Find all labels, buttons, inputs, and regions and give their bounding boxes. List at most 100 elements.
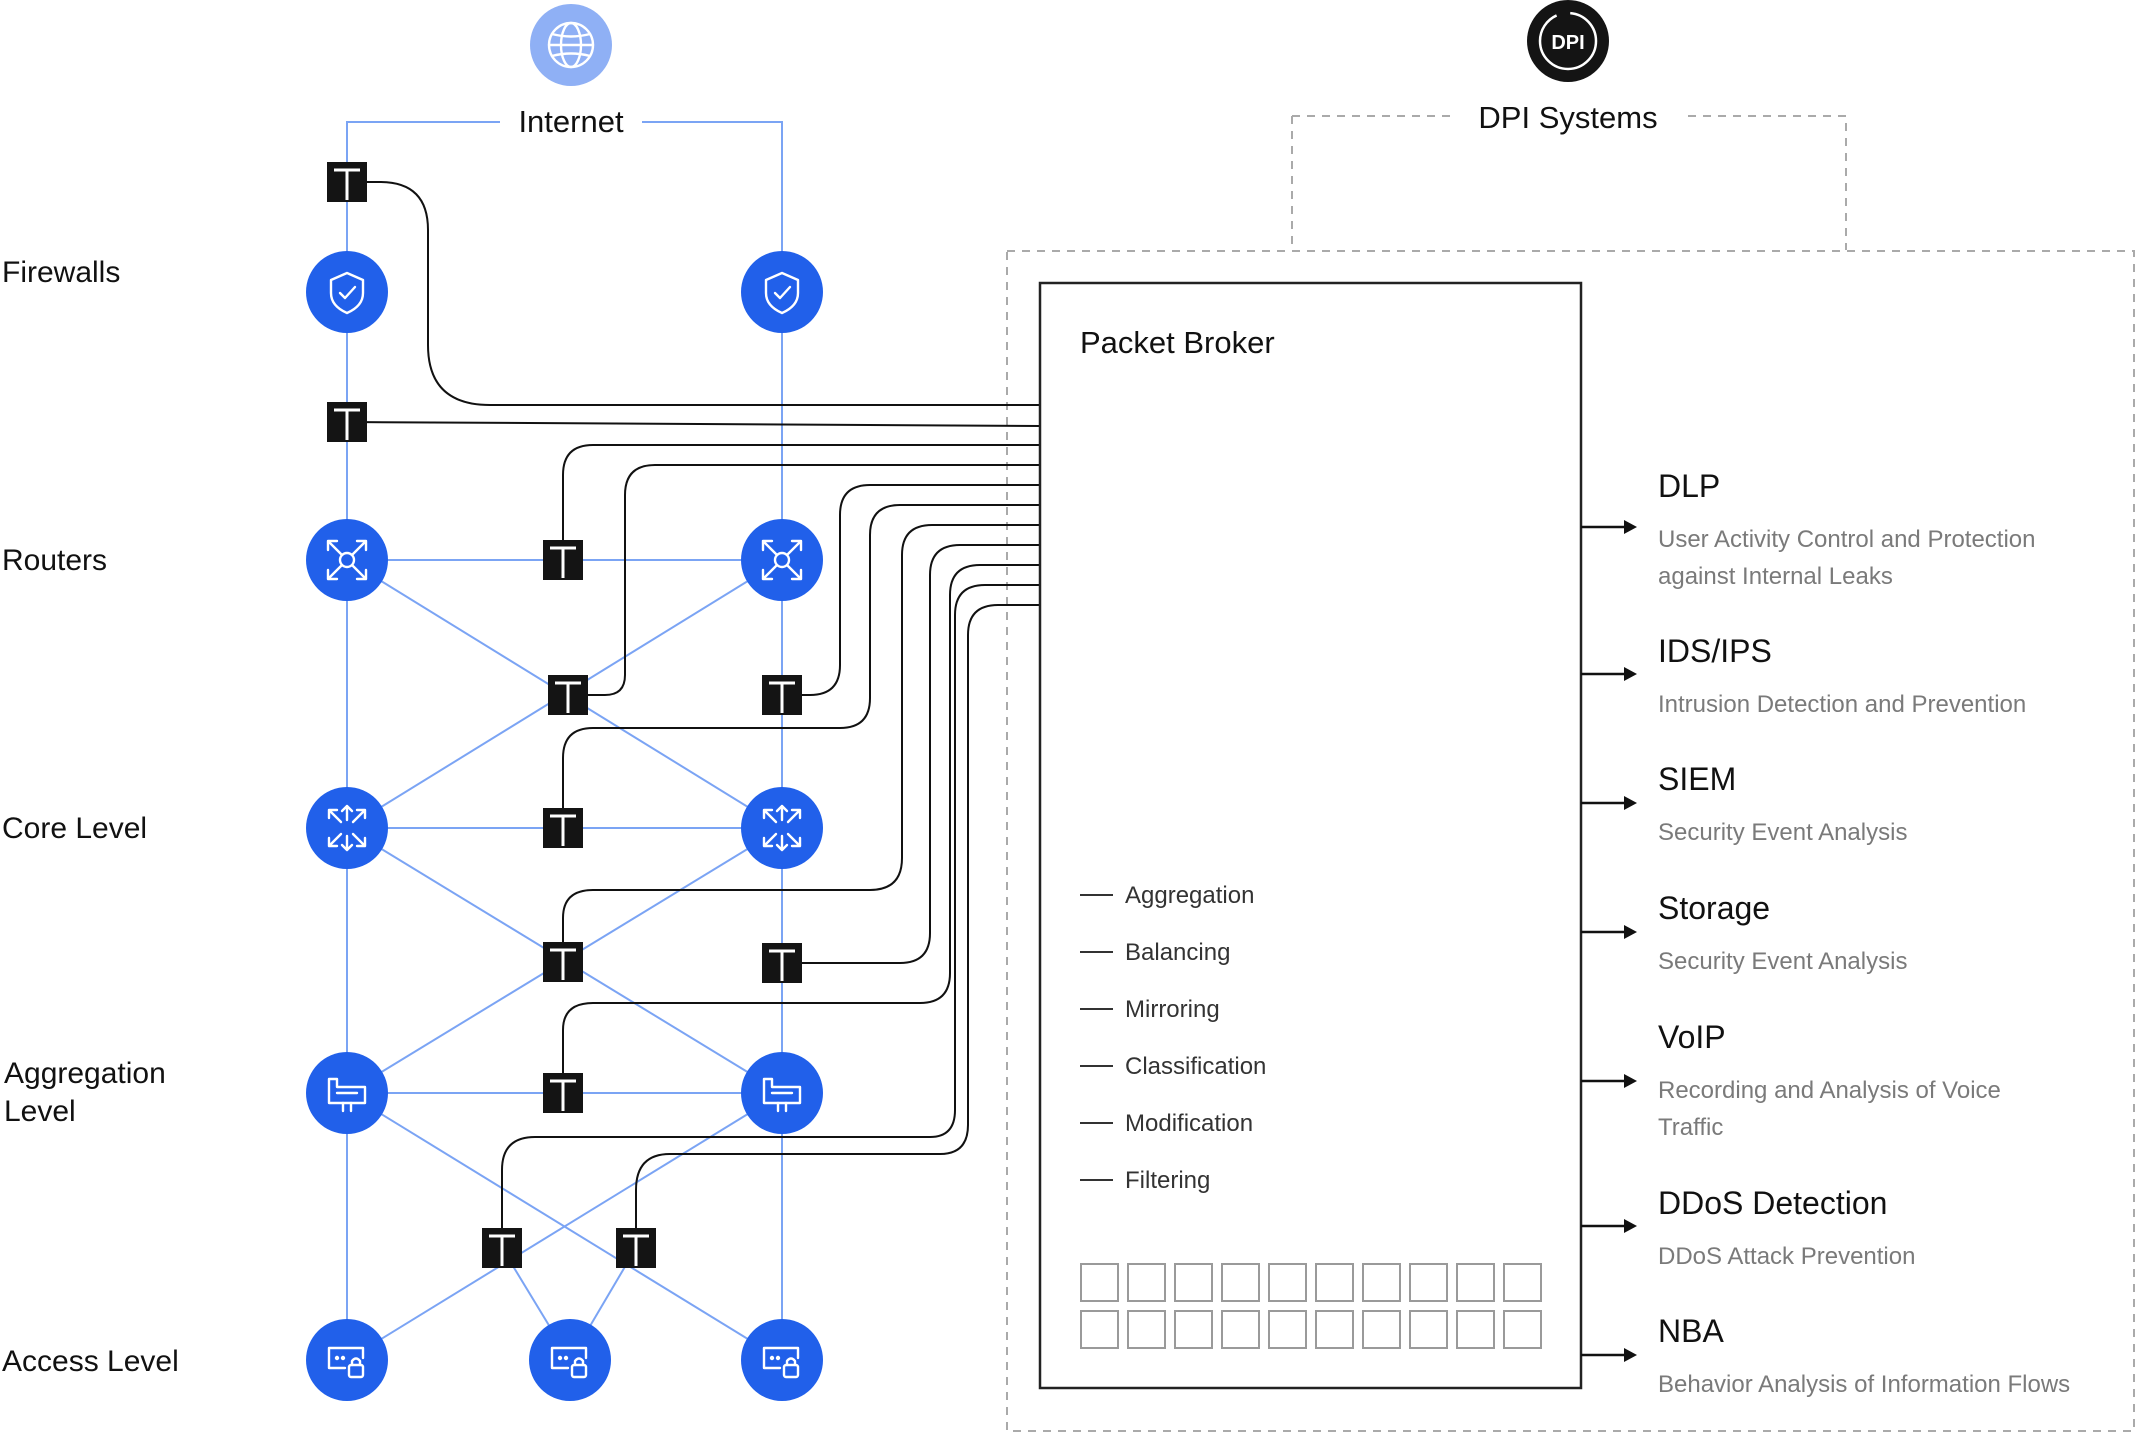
tap-5[interactable]	[762, 675, 802, 715]
service-name: DDoS Detection	[1658, 1185, 1887, 1221]
service-name: SIEM	[1658, 761, 1736, 797]
level-label-access: Access Level	[2, 1345, 179, 1378]
feature-item: Balancing	[1080, 939, 1230, 966]
packet-broker-ports	[1080, 1263, 1542, 1349]
level-labels: Firewalls Routers Core Level Aggregation…	[2, 256, 179, 1378]
tap-cables	[346, 181, 1041, 1232]
tap-9[interactable]	[543, 1073, 583, 1113]
access-lock-icon	[762, 1346, 800, 1379]
tap-icon	[334, 168, 360, 200]
aggregation-switch-icon	[762, 1077, 802, 1113]
access-node-right[interactable]	[741, 1319, 823, 1401]
level-label-core: Core Level	[2, 812, 147, 845]
feature-item: Classification	[1080, 1053, 1266, 1080]
core-node-left[interactable]	[306, 787, 388, 869]
port-slot	[1127, 1263, 1166, 1302]
feature-label: Mirroring	[1125, 996, 1220, 1023]
dpi-region	[1006, 115, 2135, 1432]
port-slot	[1409, 1263, 1448, 1302]
dpi-systems: DPI DPI Systems	[1478, 0, 1658, 135]
port-slot	[1268, 1310, 1307, 1349]
port-slot	[1174, 1310, 1213, 1349]
port-slot	[1362, 1310, 1401, 1349]
level-label-routers: Routers	[2, 544, 107, 577]
port-slot	[1127, 1310, 1166, 1349]
service-name: Storage	[1658, 890, 1770, 926]
service-name: NBA	[1658, 1313, 1724, 1349]
access-lock-icon	[327, 1346, 365, 1379]
service-name: IDS/IPS	[1658, 633, 1772, 669]
arrowhead-icon	[1624, 520, 1637, 534]
service-dlp[interactable]: DLP User Activity Control and Protection a…	[1581, 468, 2036, 590]
access-node-left[interactable]	[306, 1319, 388, 1401]
tap-icon	[550, 1079, 576, 1111]
packet-broker: Packet Broker AggregationBalancingMirror…	[1038, 281, 1583, 1390]
port-slot	[1503, 1310, 1542, 1349]
arrowhead-icon	[1624, 1219, 1637, 1233]
service-siem[interactable]: SIEM Security Event Analysis	[1581, 761, 1907, 846]
service-description: User Activity Control and Protection	[1658, 526, 2036, 553]
feature-label: Aggregation	[1125, 882, 1254, 909]
tap-4[interactable]	[548, 675, 588, 715]
service-description: against Internal Leaks	[1658, 563, 1893, 590]
service-description: Security Event Analysis	[1658, 948, 1907, 975]
tap-icon	[769, 681, 795, 713]
tap-icon	[769, 949, 795, 981]
aggregation-switch-icon	[327, 1077, 367, 1113]
tap-1[interactable]	[327, 162, 367, 202]
tap-icon	[550, 948, 576, 980]
aggregation-node-left[interactable]	[306, 1052, 388, 1134]
feature-item: Mirroring	[1080, 996, 1220, 1023]
port-slot	[1315, 1263, 1354, 1302]
service-description: Behavior Analysis of Information Flows	[1658, 1371, 2070, 1398]
internet-label: Internet	[518, 104, 624, 139]
port-slot	[1174, 1263, 1213, 1302]
router-node-right[interactable]	[741, 519, 823, 601]
access-node-middle[interactable]	[529, 1319, 611, 1401]
tap-10[interactable]	[482, 1228, 522, 1268]
router-arrows-icon	[761, 539, 803, 581]
port-slot	[1315, 1310, 1354, 1349]
tap-icon	[555, 681, 581, 713]
port-slot	[1503, 1263, 1542, 1302]
access-lock-icon	[550, 1346, 588, 1379]
tap-11[interactable]	[616, 1228, 656, 1268]
feature-item: Aggregation	[1080, 882, 1254, 909]
service-name: DLP	[1658, 468, 1720, 504]
router-node-left[interactable]	[306, 519, 388, 601]
level-label-firewalls: Firewalls	[2, 256, 120, 289]
port-slot	[1080, 1310, 1119, 1349]
core-switch-icon	[327, 804, 367, 852]
tap-7[interactable]	[543, 942, 583, 982]
packet-broker-title: Packet Broker	[1080, 325, 1275, 360]
tap-6[interactable]	[543, 808, 583, 848]
firewall-node-left[interactable]	[306, 251, 388, 333]
tap-3[interactable]	[543, 540, 583, 580]
packet-broker-features: AggregationBalancingMirroringClassificat…	[1080, 882, 1266, 1194]
tap-8[interactable]	[762, 943, 802, 983]
port-slot	[1409, 1310, 1448, 1349]
port-slot	[1221, 1263, 1260, 1302]
port-slot	[1362, 1263, 1401, 1302]
port-slot	[1268, 1263, 1307, 1302]
dpi-badge-text: DPI	[1551, 32, 1584, 54]
arrowhead-icon	[1624, 667, 1637, 681]
core-node-right[interactable]	[741, 787, 823, 869]
service-description: Security Event Analysis	[1658, 819, 1907, 846]
arrowhead-icon	[1624, 925, 1637, 939]
router-arrows-icon	[326, 539, 368, 581]
tap-2[interactable]	[327, 402, 367, 442]
service-description: DDoS Attack Prevention	[1658, 1243, 1915, 1270]
feature-item: Filtering	[1080, 1167, 1210, 1194]
network-links	[346, 121, 783, 1361]
feature-label: Balancing	[1125, 939, 1230, 966]
service-nba[interactable]: NBA Behavior Analysis of Information Flow…	[1581, 1313, 2070, 1398]
aggregation-node-right[interactable]	[741, 1052, 823, 1134]
tap-icon	[550, 814, 576, 846]
firewall-node-right[interactable]	[741, 251, 823, 333]
